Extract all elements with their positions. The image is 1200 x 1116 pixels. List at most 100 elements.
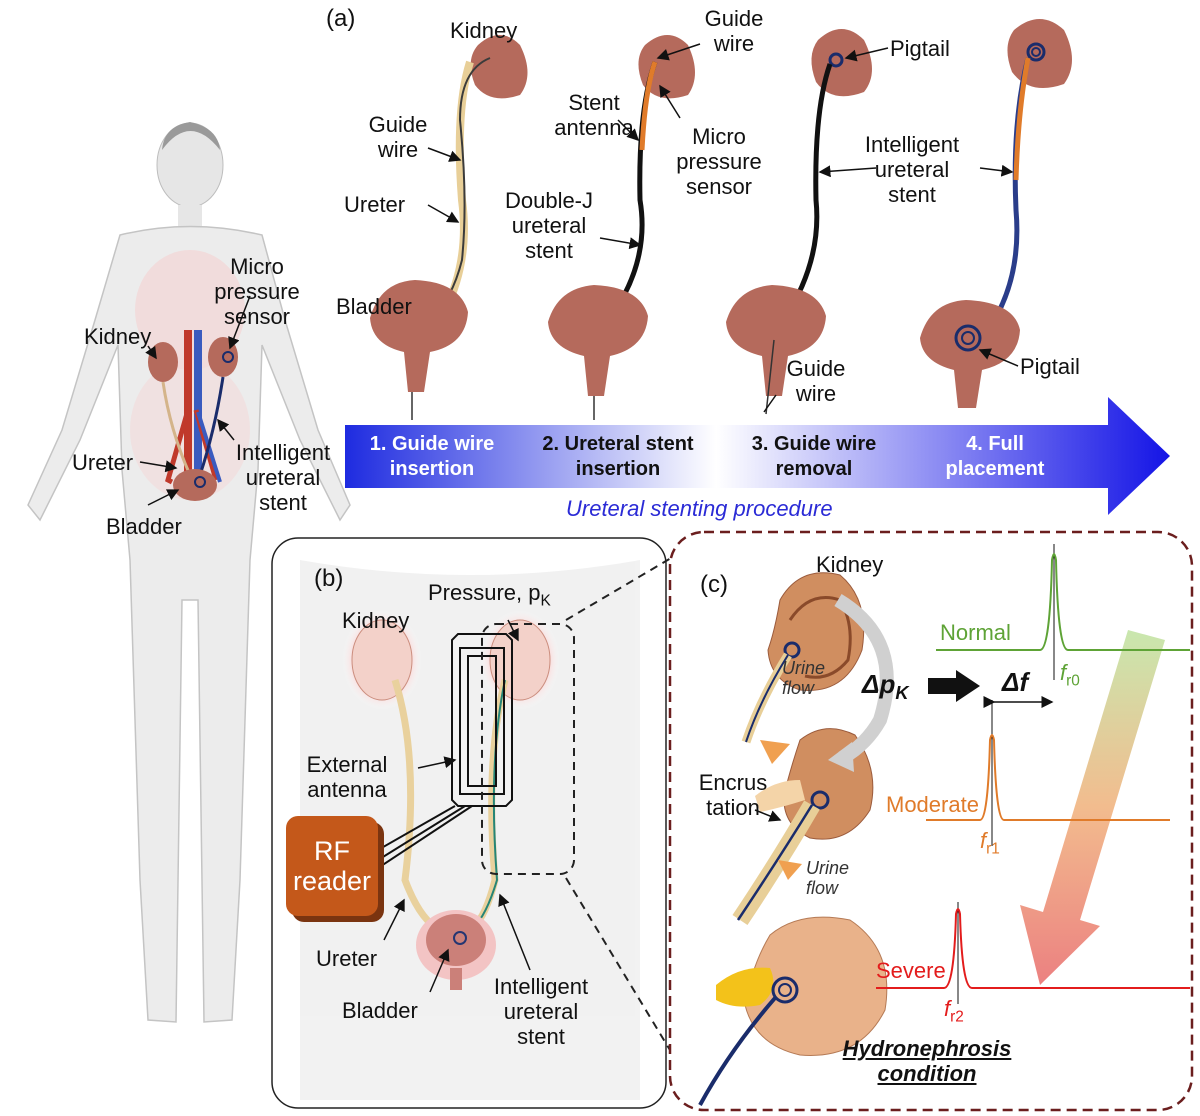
stage2-guidewire-line-2: wire (713, 31, 755, 56)
panel-a-tag: (a) (326, 5, 356, 32)
stage1-guidewire-line-1: Guide (368, 112, 428, 137)
curved-gray-arrow (834, 593, 894, 765)
stage2-sensor-line-3: sensor (685, 174, 753, 199)
antenna-line-2: antenna (307, 777, 387, 802)
freq-moderate-label: fr1 (980, 828, 1000, 861)
stage2-doublej-line-1: Double-J (504, 188, 594, 213)
step-2-label: 2. Ureteral stent insertion (520, 432, 716, 482)
stage3-guidewire-line-2: wire (795, 381, 837, 406)
urine-flow-1: Urine flow (782, 658, 825, 698)
stage2-doublej-label: Double-J ureteral stent (494, 188, 604, 263)
procedure-label: Ureteral stenting procedure (566, 496, 833, 521)
stage4-stent-line-1: Intelligent (864, 132, 960, 157)
state-severe-label: Severe (876, 958, 946, 983)
stage4-stent-line-2: ureteral (874, 157, 950, 182)
spectrum-moderate (926, 700, 1170, 846)
external-antenna (451, 633, 513, 807)
state-normal-label: Normal (940, 620, 1011, 645)
panel-b-antenna-label: External antenna (292, 752, 402, 802)
panel-c-tag: (c) (700, 571, 728, 598)
body-sensor-line-3: sensor (223, 304, 291, 329)
freq-normal-sub: r0 (1066, 672, 1080, 690)
stage2-antenna-label: Stent antenna (544, 90, 644, 140)
big-gradient-arrow (1020, 630, 1165, 985)
freq-normal-f: f (1060, 660, 1067, 685)
stage3-pigtail-label: Pigtail (890, 36, 950, 61)
state-moderate-label: Moderate (886, 792, 979, 817)
pressure-sub: K (540, 592, 551, 610)
stage1-bladder-label: Bladder (336, 294, 412, 319)
stage1-ureter-label: Ureter (344, 192, 406, 217)
step-4-label: 4. Full placement (930, 432, 1060, 482)
urine-flow-1-line-1: Urine (782, 658, 826, 678)
spectrum-severe (876, 902, 1190, 1004)
step-3-line-1: 3. Guide wire (751, 433, 877, 455)
encrustation-line-2: tation (706, 795, 760, 820)
stage1-guidewire-line-2: wire (377, 137, 419, 162)
stage2-guidewire-line-1: Guide (704, 6, 764, 31)
body-sensor-label: Micro pressure sensor (212, 254, 302, 329)
stage4-pigtail-label: Pigtail (1020, 354, 1080, 379)
panel-b-stent-line-3: stent (517, 1024, 565, 1049)
stage-1-illustration (370, 35, 528, 420)
freq-severe-f: f (944, 996, 951, 1021)
stage4-stent-label: Intelligent ureteral stent (848, 132, 976, 207)
hydronephrosis-label: Hydronephrosis condition (822, 1036, 1032, 1086)
antenna-line-1: External (306, 752, 388, 777)
stage1-kidney-label: Kidney (450, 18, 518, 43)
stage2-sensor-label: Micro pressure sensor (666, 124, 772, 199)
encrustation-label: Encrus tation (688, 770, 778, 820)
step-4-line-1: 4. Full (966, 433, 1024, 455)
panel-c-kidney-label: Kidney (816, 552, 884, 577)
stage-3-illustration (726, 29, 872, 415)
freq-severe-sub: r2 (950, 1008, 964, 1026)
body-ureter-label: Ureter (72, 450, 134, 475)
stage4-stent-line-3: stent (888, 182, 936, 207)
step-3-label: 3. Guide wire removal (730, 432, 898, 482)
panel-b-bladder-label: Bladder (342, 998, 418, 1023)
rf-reader-label: RF reader (286, 836, 378, 896)
panel-b-zoom-box (481, 623, 575, 875)
urine-flow-2-line-1: Urine (806, 858, 850, 878)
stage1-guidewire-label: Guide wire (358, 112, 438, 162)
panel-b-tag: (b) (314, 565, 344, 592)
procedure-arrow (345, 397, 1170, 515)
encrustation-line-1: Encrus (698, 770, 768, 795)
step-1-line-2: insertion (389, 458, 475, 480)
panel-b-pressure-label: Pressure, pK (428, 580, 551, 613)
step-1-line-1: 1. Guide wire (369, 433, 495, 455)
step-3-line-2: removal (775, 458, 853, 480)
freq-normal-label: fr0 (1060, 660, 1080, 693)
freq-moderate-f: f (980, 828, 987, 853)
delta-p-text: Δp (862, 669, 896, 699)
body-stent-line-1: Intelligent (235, 440, 331, 465)
panel-b-stent-line-1: Intelligent (493, 974, 589, 999)
body-stent-label: Intelligent ureteral stent (228, 440, 338, 515)
freq-severe-label: fr2 (944, 996, 964, 1029)
stage2-sensor-line-1: Micro (692, 124, 746, 149)
antenna-cable (377, 805, 473, 869)
stage2-doublej-line-2: ureteral (511, 213, 587, 238)
step-2-line-2: insertion (575, 458, 661, 480)
stage2-antenna-line-2: antenna (554, 115, 634, 140)
pressure-text: Pressure, p (428, 580, 541, 605)
panel-b-stent-label: Intelligent ureteral stent (478, 974, 604, 1049)
body-kidney-label: Kidney (84, 324, 152, 349)
body-bladder-label: Bladder (106, 514, 182, 539)
body-stent-line-3: stent (259, 490, 307, 515)
body-stent-line-2: ureteral (245, 465, 321, 490)
step-4-line-2: placement (945, 458, 1045, 480)
black-arrow-body (928, 678, 958, 694)
panel-b-illustration (300, 560, 640, 1100)
hydronephrosis-line-1: Hydronephrosis (842, 1036, 1012, 1061)
urine-flow-2-line-2: flow (806, 878, 839, 898)
stage3-guidewire-line-1: Guide (786, 356, 846, 381)
stage3-guidewire-label: Guide wire (776, 356, 856, 406)
step-1-label: 1. Guide wire insertion (352, 432, 512, 482)
freq-moderate-sub: r1 (986, 840, 1000, 858)
delta-p-label: ΔpK (862, 669, 909, 706)
delta-p-sub: K (895, 683, 909, 704)
panel-b-stent-line-2: ureteral (503, 999, 579, 1024)
step-2-line-1: 2. Ureteral stent (542, 433, 694, 455)
